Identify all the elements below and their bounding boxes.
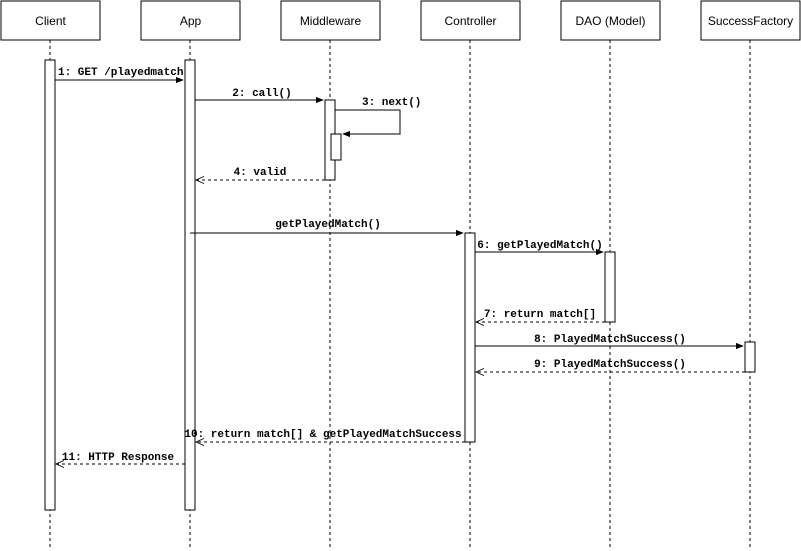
activation-controller (464, 232, 476, 443)
message-1[interactable]: 1: GET /playedmatch (55, 67, 184, 84)
message-9[interactable]: 9: PlayedMatchSuccess() (476, 359, 745, 372)
activation-dao (604, 251, 616, 323)
activation-successfactory (744, 341, 756, 373)
participant-label: Controller (444, 14, 496, 28)
message-7[interactable]: 7: return match[] (476, 309, 605, 322)
activation-app (184, 59, 196, 511)
message-label: 8: PlayedMatchSuccess() (534, 334, 686, 346)
message-label: 3: next() (362, 97, 421, 109)
participant-label: Client (35, 14, 66, 28)
message-label: 6: getPlayedMatch() (477, 240, 602, 252)
activation-middleware-nested (330, 133, 342, 161)
message-label: 1: GET /playedmatch (58, 67, 183, 79)
message-label: 7: return match[] (484, 309, 596, 321)
participant-middleware[interactable]: Middleware (280, 0, 381, 41)
participant-label: App (180, 14, 202, 28)
message-label: 2: call() (232, 88, 291, 100)
activation-client (44, 59, 56, 511)
message-label: 4: valid (234, 167, 287, 179)
message-11[interactable]: 11: HTTP Response (56, 452, 185, 464)
message-6[interactable]: 6: getPlayedMatch() (475, 240, 604, 256)
participant-app[interactable]: App (140, 0, 241, 41)
participant-label: DAO (Model) (575, 14, 645, 28)
participant-successfactory[interactable]: SuccessFactory (700, 0, 801, 41)
participant-label: SuccessFactory (708, 14, 793, 28)
message-5[interactable]: getPlayedMatch() (190, 219, 464, 237)
participant-dao[interactable]: DAO (Model) (560, 0, 661, 41)
message-label: 11: HTTP Response (62, 452, 175, 464)
message-4[interactable]: 4: valid (196, 167, 325, 180)
participant-client[interactable]: Client (0, 0, 101, 41)
activations (44, 59, 756, 511)
message-3[interactable]: 3: next() (335, 97, 421, 138)
message-label: 10: return match[] & getPlayedMatchSucce… (184, 429, 461, 441)
message-label: getPlayedMatch() (275, 219, 381, 231)
message-10[interactable]: 10: return match[] & getPlayedMatchSucce… (184, 429, 465, 442)
participant-controller[interactable]: Controller (420, 0, 521, 41)
message-2[interactable]: 2: call() (195, 88, 324, 104)
message-label: 9: PlayedMatchSuccess() (534, 359, 686, 371)
participant-label: Middleware (300, 14, 362, 28)
message-8[interactable]: 8: PlayedMatchSuccess() (475, 334, 744, 350)
